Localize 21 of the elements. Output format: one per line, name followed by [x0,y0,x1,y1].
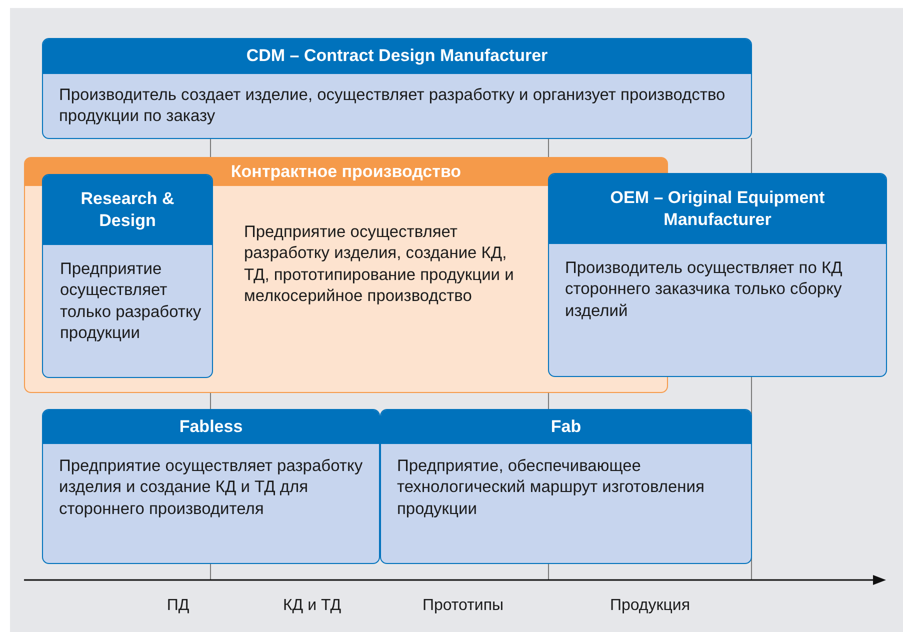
card-text: Производитель создает изделие, осуществляет разработку и организует производство продукции по заказу [59,85,726,128]
axis-label: Прототипы [422,597,504,615]
axis-label: КД и ТД [282,597,342,615]
card-heading: Research & Design [80,188,176,232]
card-heading: Fabless [179,416,243,438]
category-card [42,174,213,378]
card-text: Предприятие осуществляет только разработку продукции [60,259,202,344]
category-card [548,173,887,377]
card-text: Предприятие осуществляет разработку изделия и создание КД и ТД для стороннего производителя [59,456,364,520]
axis-label: Продукция [610,597,690,615]
category-card [42,38,752,139]
card-heading: OEM – Original Equipment Manufacturer [609,186,826,231]
card-heading: Fab [550,416,582,438]
category-card [42,409,380,564]
category-card [380,409,752,564]
axis-label: ПД [166,597,190,615]
card-heading: Контрактное производство [230,160,462,183]
card-text: Производитель осуществляет по КД стороннего заказчика только сборку изделий [565,258,844,322]
card-text: Предприятие, обеспечивающее технологический маршрут изготовления продукции [397,456,706,520]
card-heading: CDM – Contract Design Manufacturer [246,45,548,68]
card-text: Предприятие осуществляет разработку изделия, создание КД, ТД, прототипирование продукции и мелкосерийное производство [244,222,514,308]
